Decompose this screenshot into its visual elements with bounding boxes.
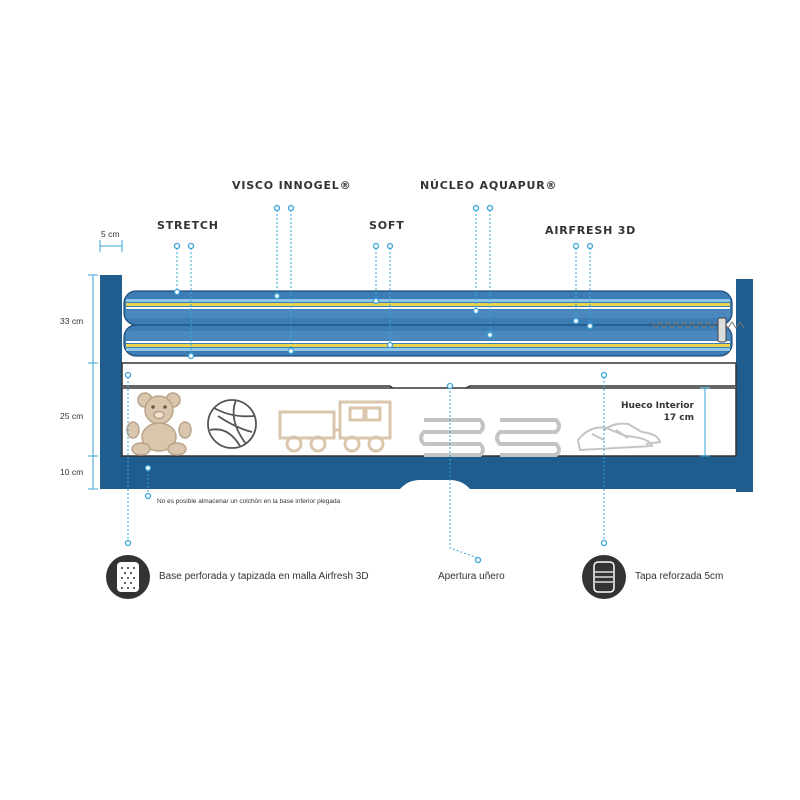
caption-base: Base perforada y tapizada en malla Airfr… — [159, 571, 369, 582]
label-visco: VISCO INNOGEL® — [232, 179, 352, 192]
label-airfresh: AIRFRESH 3D — [545, 224, 637, 237]
mattress-bottom — [123, 324, 733, 357]
layer-leader-dots — [173, 204, 594, 360]
hueco-title: Hueco Interior — [620, 401, 694, 411]
zipper-pull — [717, 317, 727, 343]
lid — [121, 362, 737, 392]
label-stretch: STRETCH — [157, 219, 219, 232]
lid-icon — [582, 555, 626, 599]
feature-leaders — [127, 377, 605, 559]
dim-width-label: 5 cm — [101, 229, 120, 239]
dim-10-label: 10 cm — [60, 467, 84, 477]
perforated-base-icon — [106, 555, 150, 599]
folded-towels-icon — [419, 418, 561, 457]
caption-opening: Apertura uñero — [438, 571, 505, 582]
mattress-top — [123, 290, 733, 326]
volleyball-icon — [207, 399, 257, 449]
frame-base — [122, 456, 736, 489]
label-nucleo: NÚCLEO AQUAPUR® — [420, 179, 558, 192]
toy-train-icon — [278, 400, 392, 453]
hueco-interior-label: Hueco Interior 17 cm — [604, 400, 694, 424]
caption-lid: Tapa reforzada 5cm — [635, 571, 724, 582]
dim-33-label: 33 cm — [60, 316, 84, 326]
hueco-marker — [700, 387, 710, 457]
zipper — [651, 321, 745, 329]
feature-leader-dots — [124, 371, 608, 564]
dim-width-marker — [99, 240, 123, 252]
dim-vertical-marker — [88, 274, 98, 490]
frame-right-post — [736, 279, 753, 492]
frame-left-post — [100, 275, 122, 489]
hueco-value: 17 cm — [663, 413, 694, 423]
label-soft: SOFT — [369, 219, 405, 232]
layer-leaders — [176, 210, 591, 355]
sneakers-icon — [576, 422, 662, 452]
storage-note: No es posible almacenar un colchón en la… — [157, 498, 341, 505]
dim-25-label: 25 cm — [60, 411, 84, 421]
teddy-bear-icon — [126, 392, 192, 456]
